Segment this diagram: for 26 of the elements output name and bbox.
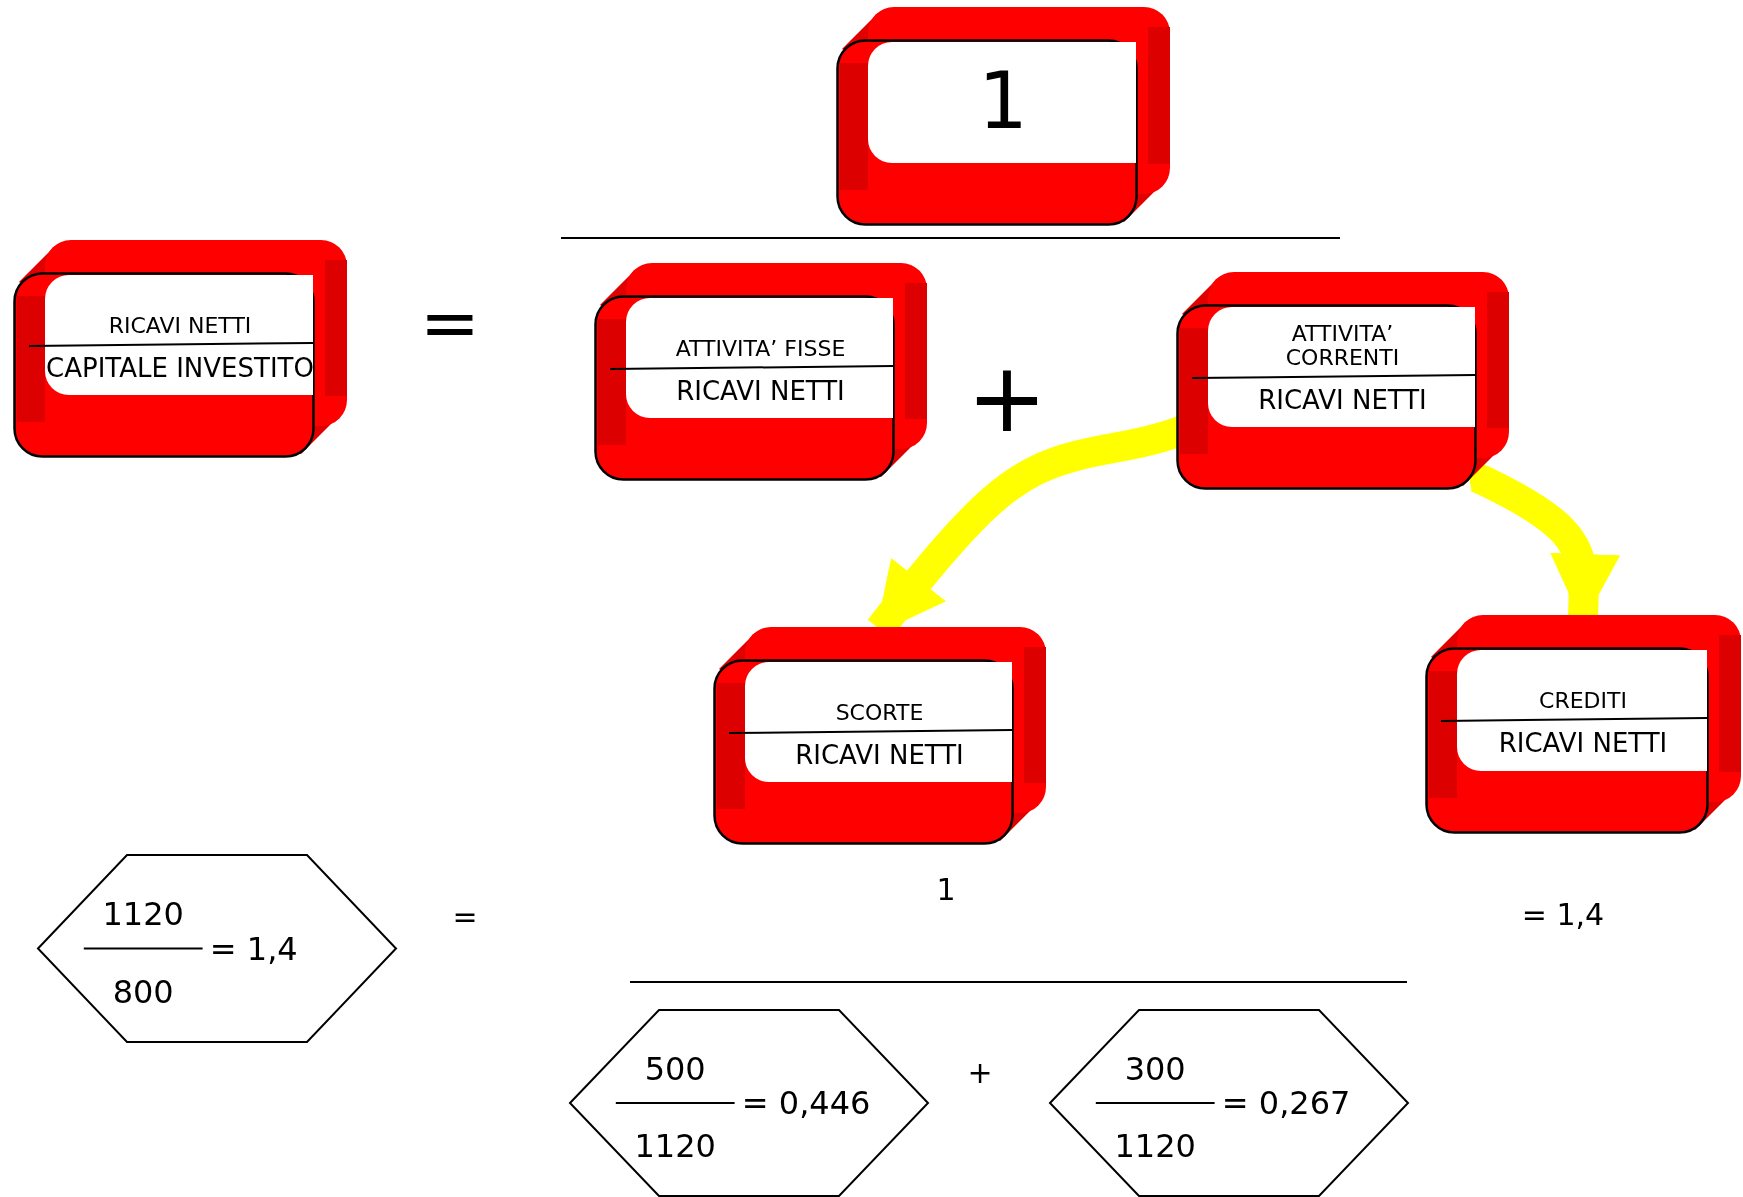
- numerator-text: ATTIVITA’ FISSE: [674, 336, 847, 361]
- formula-text: 1: [936, 875, 956, 905]
- denominator-text: RICAVI NETTI: [1497, 729, 1669, 758]
- numerator-text: 1: [977, 59, 1029, 145]
- operator-symbol: +: [966, 350, 1048, 446]
- numerator-text: 300: [1124, 1053, 1186, 1086]
- formula-text: = 1,4: [1521, 900, 1605, 930]
- formula-text: +: [967, 1058, 993, 1088]
- formula-text: =: [452, 902, 478, 932]
- result-text: = 1,4: [209, 932, 298, 965]
- numerator-text: ATTIVITA’ CORRENTI: [1284, 321, 1401, 370]
- denominator-text: 1120: [1114, 1130, 1196, 1163]
- numerator-text: 1120: [102, 898, 184, 931]
- numerator-text: CREDITI: [1538, 688, 1628, 713]
- numerator-text: RICAVI NETTI: [107, 313, 253, 338]
- numerator-text: 500: [644, 1053, 706, 1086]
- denominator-text: RICAVI NETTI: [794, 741, 965, 770]
- denominator-text: RICAVI NETTI: [1257, 386, 1428, 415]
- denominator-text: CAPITALE INVESTITO: [45, 354, 315, 383]
- denominator-text: 1120: [634, 1130, 716, 1163]
- result-text: = 0,446: [741, 1087, 871, 1119]
- denominator-text: 800: [112, 975, 174, 1008]
- result-text: = 0,267: [1221, 1087, 1351, 1119]
- operator-symbol: =: [419, 286, 481, 358]
- denominator-text: RICAVI NETTI: [675, 377, 846, 406]
- numerator-text: SCORTE: [834, 700, 925, 725]
